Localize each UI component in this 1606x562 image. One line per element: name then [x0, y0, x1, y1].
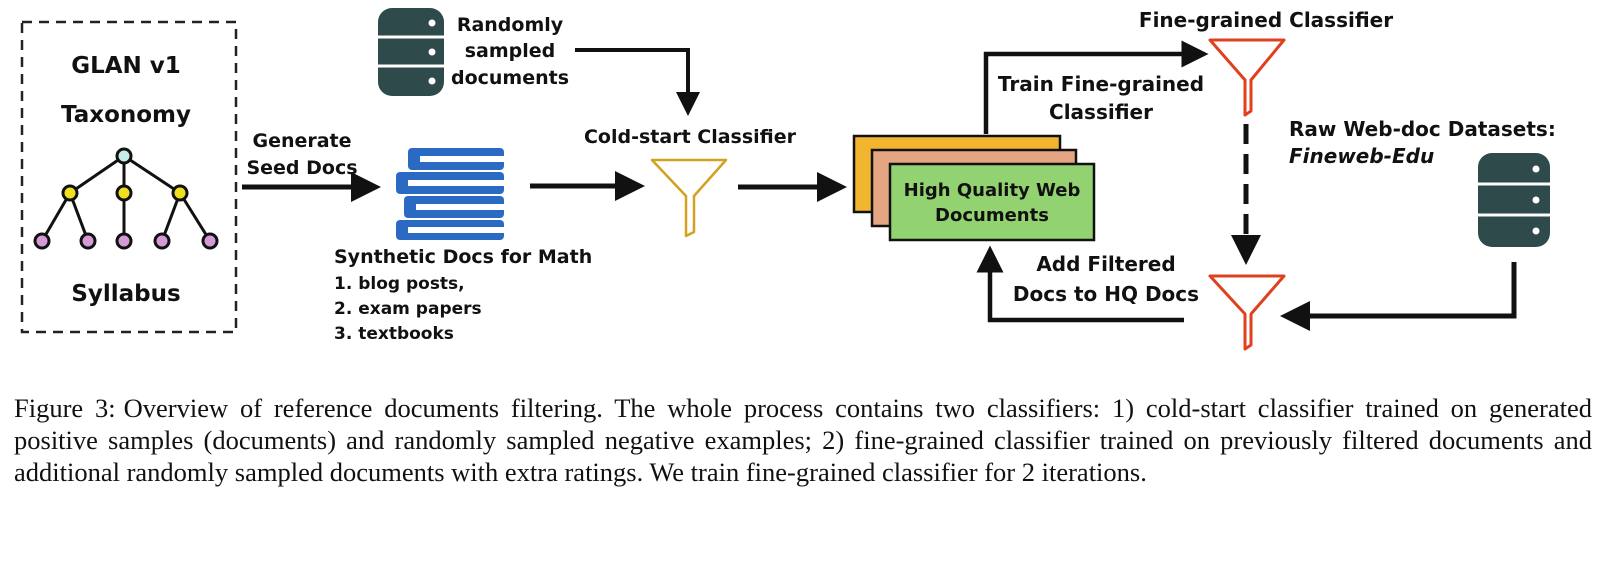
- random-label-1: Randomly: [457, 14, 564, 36]
- figure-caption: Figure 3:Overview of reference documents…: [14, 392, 1592, 488]
- arrow-raw-to-fine: [1280, 262, 1517, 331]
- books-icon: [396, 148, 504, 240]
- arrow-fine-to-hq: [976, 245, 1184, 323]
- train-label-2: Classifier: [1049, 100, 1153, 124]
- synthetic-item-2: 2. exam papers: [334, 299, 482, 319]
- hq-documents-stack: High Quality Web Documents: [852, 134, 1096, 242]
- random-label-2: sampled: [465, 40, 556, 62]
- fine-funnel-bottom-icon: [1208, 274, 1286, 351]
- raw-datasets-label: Raw Web-doc Datasets:: [1289, 117, 1556, 141]
- caption-label: Figure 3:: [14, 393, 116, 423]
- fine-grained-label: Fine-grained Classifier: [1139, 8, 1393, 32]
- generate-label-2: Seed Docs: [246, 157, 357, 179]
- caption-text: Overview of reference documents filterin…: [14, 393, 1592, 487]
- cold-start-funnel-icon: [650, 158, 728, 238]
- synthetic-item-3: 3. textbooks: [334, 324, 454, 344]
- glan-title: GLAN v1: [71, 53, 181, 79]
- taxonomy-tree-icon: [33, 147, 219, 250]
- train-label-1: Train Fine-grained: [998, 72, 1204, 96]
- synthetic-item-1: 1. blog posts,: [334, 274, 465, 294]
- arrow-random-to-cold: [575, 48, 700, 116]
- arrow-hq-to-fine: [983, 40, 1209, 134]
- glan-footer: Syllabus: [71, 281, 180, 307]
- hq-label-2: Documents: [935, 205, 1049, 226]
- synthetic-title: Synthetic Docs for Math: [334, 246, 592, 268]
- diagram: GLAN v1 Taxonomy Syllabus Generate Seed …: [20, 8, 1556, 351]
- random-label-3: documents: [451, 67, 569, 89]
- add-filtered-label-1: Add Filtered: [1036, 252, 1175, 276]
- cold-start-label: Cold-start Classifier: [584, 126, 797, 148]
- raw-database-icon: [1478, 153, 1550, 247]
- glan-box: GLAN v1 Taxonomy Syllabus: [20, 20, 238, 334]
- hq-label-1: High Quality Web: [904, 180, 1081, 201]
- glan-subtitle: Taxonomy: [61, 102, 191, 128]
- generate-label-1: Generate: [252, 130, 351, 152]
- fine-funnel-top-icon: [1208, 38, 1286, 117]
- add-filtered-label-2: Docs to HQ Docs: [1013, 282, 1199, 306]
- raw-datasets-name: Fineweb-Edu: [1289, 144, 1434, 168]
- database-icon: [378, 8, 444, 96]
